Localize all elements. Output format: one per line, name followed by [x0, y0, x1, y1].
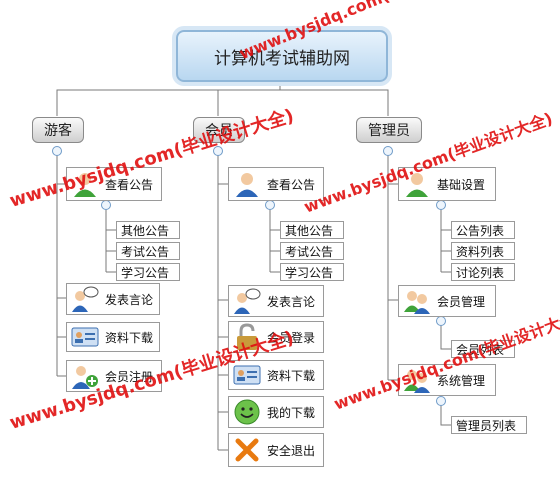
visitor-post-message[interactable]: 发表言论	[66, 283, 160, 315]
node-label: 发表言论	[105, 292, 154, 307]
visitor-view-notice[interactable]: 查看公告	[66, 167, 162, 201]
node-label: 会员登录	[267, 330, 316, 345]
visitor-leaf-exam[interactable]: 考试公告	[116, 242, 180, 260]
collapse-toggle[interactable]	[436, 200, 446, 210]
user-group-icon	[404, 370, 430, 393]
member-leaf-other[interactable]: 其他公告	[280, 221, 344, 239]
id-card-icon	[233, 365, 261, 385]
smiley-icon	[234, 399, 260, 425]
user-blue-icon	[236, 173, 258, 197]
visitor-download[interactable]: 资料下载	[66, 322, 160, 352]
member-download[interactable]: 资料下载	[228, 360, 324, 390]
node-label: 基础设置	[437, 177, 486, 192]
category-admin[interactable]: 管理员	[356, 117, 422, 143]
admin-leaf-discussion-list[interactable]: 讨论列表	[451, 263, 515, 281]
admin-member-manage[interactable]: 会员管理	[398, 285, 496, 317]
visitor-leaf-other[interactable]: 其他公告	[116, 221, 180, 239]
node-label: 查看公告	[105, 177, 154, 192]
id-card-icon	[71, 327, 99, 347]
member-view-notice[interactable]: 查看公告	[228, 167, 324, 201]
admin-leaf-member-list[interactable]: 会员列表	[451, 340, 515, 358]
chat-user-icon	[234, 288, 261, 314]
member-leaf-exam[interactable]: 考试公告	[280, 242, 344, 260]
padlock-icon	[237, 323, 257, 350]
collapse-toggle[interactable]	[265, 200, 275, 210]
category-member[interactable]: 会员	[193, 117, 245, 143]
node-label: 系统管理	[437, 373, 486, 388]
collapse-toggle[interactable]	[213, 146, 223, 156]
user-group-icon	[404, 291, 430, 314]
collapse-toggle[interactable]	[436, 316, 446, 326]
member-my-downloads[interactable]: 我的下载	[228, 396, 324, 428]
node-label: 会员管理	[437, 294, 486, 309]
admin-system-manage[interactable]: 系统管理	[398, 364, 496, 396]
user-green-icon	[406, 173, 428, 197]
node-label: 资料下载	[105, 330, 154, 345]
user-green-icon	[74, 173, 96, 197]
add-user-icon	[72, 366, 98, 389]
node-label: 资料下载	[267, 368, 316, 383]
admin-leaf-material-list[interactable]: 资料列表	[451, 242, 515, 260]
node-label: 会员注册	[105, 369, 154, 384]
node-label: 查看公告	[267, 177, 316, 192]
collapse-toggle[interactable]	[101, 200, 111, 210]
visitor-leaf-study[interactable]: 学习公告	[116, 263, 180, 281]
node-label: 我的下载	[267, 405, 316, 420]
root-topic[interactable]: 计算机考试辅助网	[176, 30, 388, 82]
member-leaf-study[interactable]: 学习公告	[280, 263, 344, 281]
visitor-register[interactable]: 会员注册	[66, 360, 162, 392]
admin-leaf-admin-list[interactable]: 管理员列表	[451, 416, 527, 434]
node-label: 安全退出	[267, 443, 316, 458]
category-visitor[interactable]: 游客	[32, 117, 84, 143]
cross-exit-icon	[235, 438, 259, 462]
node-label: 发表言论	[267, 294, 316, 309]
collapse-toggle[interactable]	[383, 146, 393, 156]
member-post-message[interactable]: 发表言论	[228, 285, 324, 317]
admin-basic-settings[interactable]: 基础设置	[398, 167, 496, 201]
admin-leaf-notice-list[interactable]: 公告列表	[451, 221, 515, 239]
collapse-toggle[interactable]	[52, 146, 62, 156]
member-login[interactable]: 会员登录	[228, 321, 324, 353]
collapse-toggle[interactable]	[436, 396, 446, 406]
member-logout[interactable]: 安全退出	[228, 433, 324, 467]
chat-user-icon	[72, 286, 99, 312]
